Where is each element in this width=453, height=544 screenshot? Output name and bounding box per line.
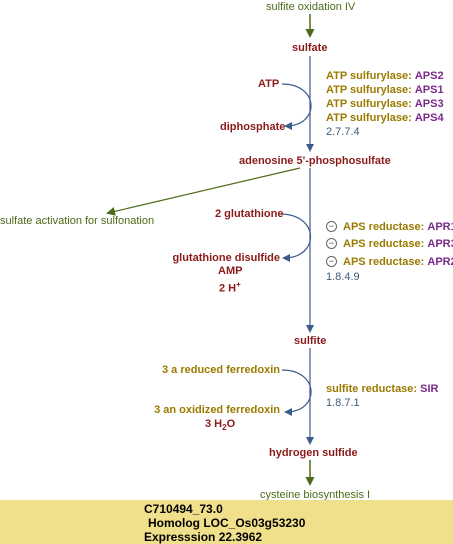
ec-number-step1[interactable]: 2.7.7.4: [326, 126, 360, 138]
arrow-aps-to-sulfonation: [106, 167, 301, 216]
cofactor-curve-ferredoxin: [281, 369, 312, 416]
ec-number-step2[interactable]: 1.8.4.9: [326, 271, 360, 283]
metabolite-sulfate[interactable]: sulfate: [292, 42, 328, 54]
info-footer: C710494_73.0 Homolog LOC_Os03g53230 Expr…: [0, 500, 453, 544]
pathway-link-top[interactable]: sulfite oxidation IV: [266, 1, 356, 13]
pathway-diagram: [106, 14, 315, 486]
cofactor-reduced-ferredoxin[interactable]: 3 a reduced ferredoxin: [162, 364, 280, 376]
cofactor-curve-glutathione: [279, 213, 312, 262]
enzyme-aps2[interactable]: ATP sulfurylase: APS2: [326, 70, 444, 82]
cofactor-2-h-plus[interactable]: 2 H+: [219, 280, 241, 295]
metabolite-hydrogen-sulfide[interactable]: hydrogen sulfide: [269, 447, 358, 459]
metabolite-aps[interactable]: adenosine 5'-phosphosulfate: [239, 155, 391, 167]
inhibition-icon: −: [326, 221, 337, 232]
pathway-link-bottom[interactable]: cysteine biosynthesis I: [260, 489, 371, 501]
cofactor-2-glutathione[interactable]: 2 glutathione: [215, 208, 284, 220]
cofactor-amp[interactable]: AMP: [218, 265, 243, 277]
inhibition-icon: −: [326, 256, 337, 267]
cofactor-curve-atp: [281, 83, 312, 130]
cofactor-oxidized-ferredoxin[interactable]: 3 an oxidized ferredoxin: [154, 404, 280, 416]
metabolite-sulfite[interactable]: sulfite: [294, 335, 327, 347]
enzyme-apr3[interactable]: −APS reductase: APR3: [326, 238, 453, 251]
inhibition-icon: −: [326, 238, 337, 249]
enzyme-aps3[interactable]: ATP sulfurylase: APS3: [326, 98, 444, 110]
cofactor-atp[interactable]: ATP: [258, 78, 280, 90]
footer-homolog: Homolog LOC_Os03g53230: [148, 516, 306, 530]
footer-id: C710494_73.0: [144, 502, 223, 516]
cofactor-water[interactable]: 3 H2O: [205, 418, 236, 433]
ec-number-step3[interactable]: 1.8.7.1: [326, 397, 360, 409]
cofactor-glutathione-disulfide[interactable]: glutathione disulfide: [172, 252, 280, 264]
pathway-link-side[interactable]: sulfate activation for sulfonation: [0, 215, 155, 227]
enzyme-aps1[interactable]: ATP sulfurylase: APS1: [326, 84, 444, 96]
enzyme-sir[interactable]: sulfite reductase: SIR: [326, 383, 439, 395]
enzyme-aps4[interactable]: ATP sulfurylase: APS4: [326, 112, 444, 124]
footer-expression: Expresssion 22.3962: [144, 530, 263, 544]
cofactor-diphosphate[interactable]: diphosphate: [220, 121, 286, 133]
enzyme-apr2[interactable]: −APS reductase: APR2: [326, 256, 453, 269]
